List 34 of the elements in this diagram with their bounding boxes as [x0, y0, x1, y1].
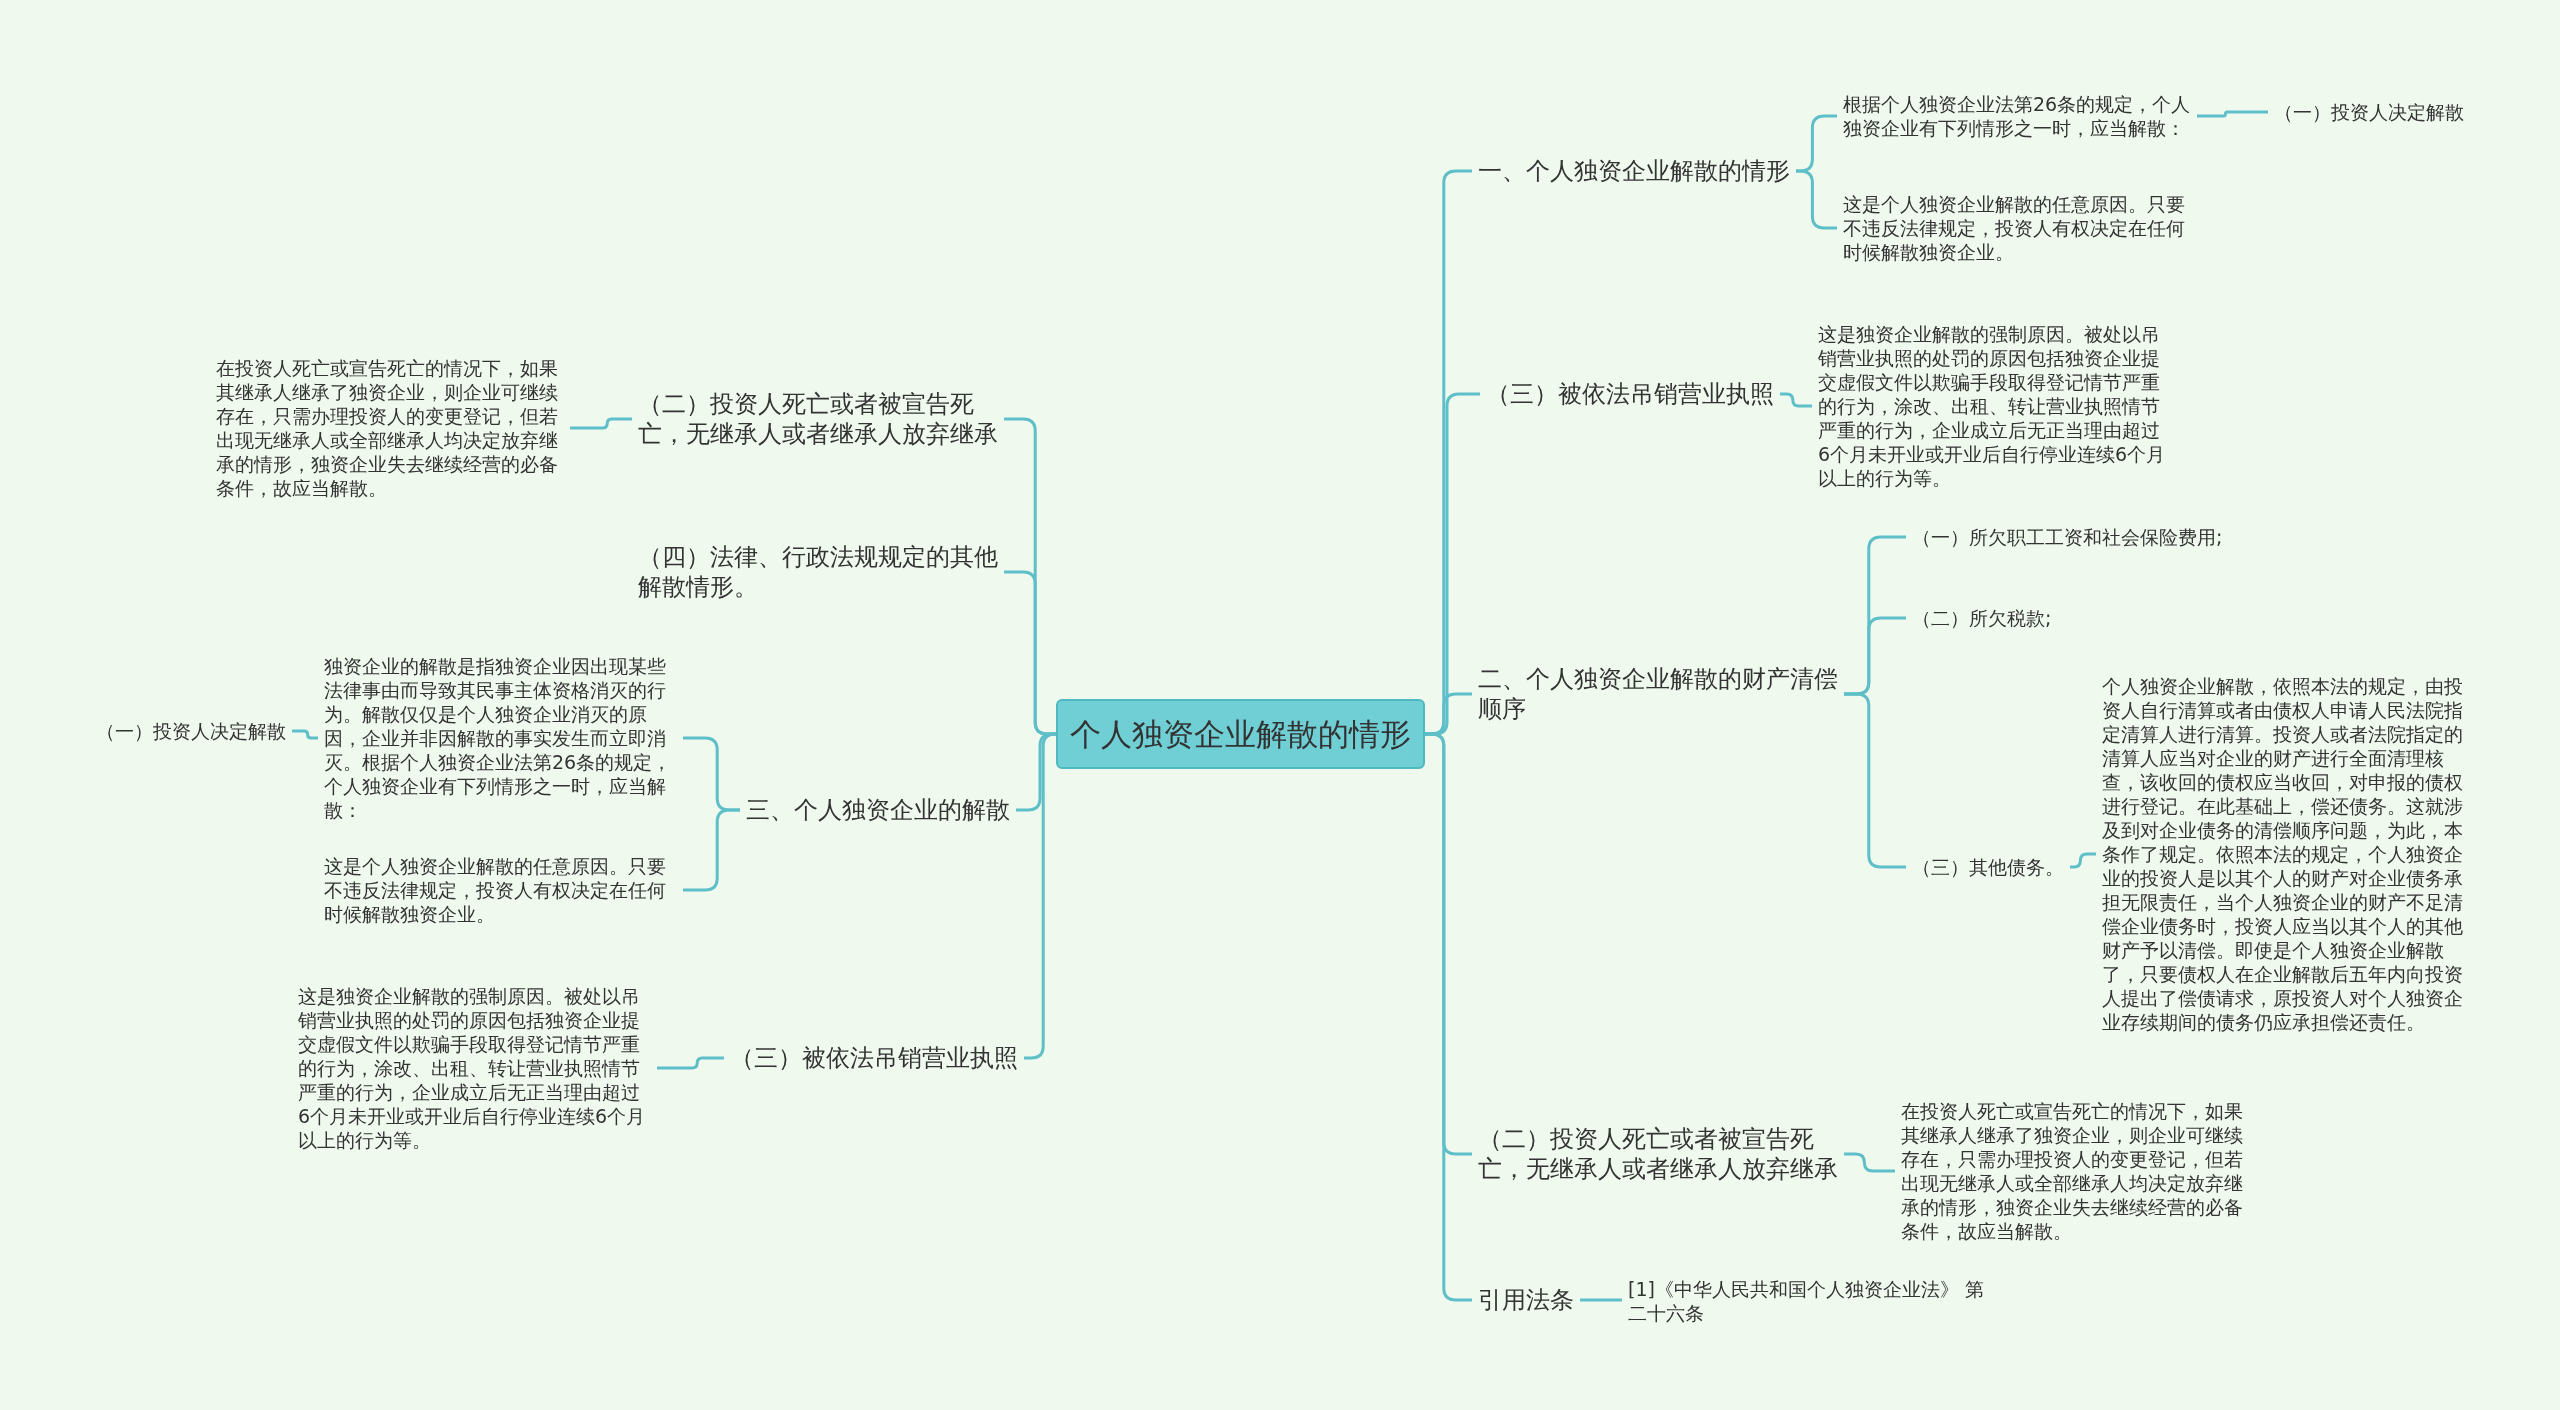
- subtopic-text: 这是独资企业解散的强制原因。被处以吊销营业执照的处罚的原因包括独资企业提交虚假文件以欺骗手段取得登记情节严重的行为，涂改、出租、转让营业执照情节严重的行为，企业成立后无正当理由超过6个月未开业或开业后自行停业连续6个月以上的行为等。: [1812, 318, 2172, 494]
- connector-line: [1780, 392, 1812, 408]
- subtopic-text: （一）所欠职工工资和社会保险费用;: [1906, 521, 2229, 553]
- branch-topic: （四）法律、行政法规规定的其他解散情形。: [632, 538, 1004, 606]
- connector-line: [1580, 1298, 1622, 1302]
- subtopic-text: 在投资人死亡或宣告死亡的情况下，如果其继承人继承了独资企业，则企业可继续存在，只需办理投资人的变更登记，但若出现无继承人或全部继承人均决定放弃继承的情形，独资企业失去继续经营的必备条件，故应当解散。: [210, 352, 570, 504]
- branch-topic: （三）被依法吊销营业执照: [724, 1039, 1024, 1077]
- connector-line: [2197, 110, 2268, 118]
- branch-topic: 二、个人独资企业解散的财产清偿顺序: [1472, 660, 1844, 728]
- branch-topic: （二）投资人死亡或者被宣告死亡，无继承人或者继承人放弃继承: [1472, 1120, 1844, 1188]
- connector-line: [292, 729, 318, 740]
- connector-line: [1844, 692, 1906, 869]
- subtopic-text: 根据个人独资企业法第26条的规定，个人独资企业有下列情形之一时，应当解散：: [1837, 88, 2197, 144]
- subtopic-text: （二）所欠税款;: [1906, 602, 2058, 634]
- central-topic-box: 个人独资企业解散的情形: [1056, 699, 1425, 769]
- connector-line: [2070, 852, 2096, 869]
- subtopic-text: 个人独资企业解散，依照本法的规定，由投资人自行清算或者由债权人申请人民法院指定清算人进行清算。投资人或者法院指定的清算人应当对企业的财产进行全面清理核查，该收回的债权应当收回，对申报的债权进行登记。在此基础上，偿还债务。这就涉及到对企业债务的清偿顺序问题，为此，本条作了规定。依照本法的规定，个人独资企业的投资人是以其个人的财产对企业债务承担无限责任，当个人独资企业的财产不足清偿企业债务时，投资人应当以其个人的其他财产予以清偿。即使是个人独资企业解散了，只要债权人在企业解散后五年内向投资人提出了偿债请求，原投资人对个人独资企业存续期间的债务仍应承担偿还责任。: [2096, 670, 2476, 1038]
- connector-line: [1844, 1152, 1895, 1173]
- subtopic-text: 在投资人死亡或宣告死亡的情况下，如果其继承人继承了独资企业，则企业可继续存在，只需办理投资人的变更登记，但若出现无继承人或全部继承人均决定放弃继承的情形，独资企业失去继续经营的必备条件，故应当解散。: [1895, 1095, 2255, 1247]
- branch-topic: 引用法条: [1472, 1281, 1580, 1319]
- connector-line: [570, 417, 632, 430]
- subtopic-text: （一）投资人决定解散: [2268, 96, 2470, 128]
- subtopic-text: [1]《中华人民共和国个人独资企业法》 第二十六条: [1622, 1273, 1992, 1329]
- subtopic-text: 这是独资企业解散的强制原因。被处以吊销营业执照的处罚的原因包括独资企业提交虚假文件以欺骗手段取得登记情节严重的行为，涂改、出租、转让营业执照情节严重的行为，企业成立后无正当理由超过6个月未开业或开业后自行停业连续6个月以上的行为等。: [292, 980, 657, 1156]
- branch-topic: （三）被依法吊销营业执照: [1480, 375, 1780, 413]
- subtopic-text: （一）投资人决定解散: [90, 715, 292, 747]
- branch-topic: 一、个人独资企业解散的情形: [1472, 152, 1796, 190]
- branch-topic: （二）投资人死亡或者被宣告死亡，无继承人或者继承人放弃继承: [632, 385, 1004, 453]
- connector-line: [657, 1056, 724, 1070]
- subtopic-text: （三）其他债务。: [1906, 851, 2070, 883]
- subtopic-text: 这是个人独资企业解散的任意原因。只要不违反法律规定，投资人有权决定在任何时候解散独资企业。: [1837, 188, 2197, 268]
- subtopic-text: 这是个人独资企业解散的任意原因。只要不违反法律规定，投资人有权决定在任何时候解散独资企业。: [318, 850, 683, 930]
- subtopic-text: 独资企业的解散是指独资企业因出现某些法律事由而导致其民事主体资格消灭的行为。解散仅仅是个人独资企业消灭的原因，企业并非因解散的事实发生而立即消灭。根据个人独资企业法第26条的规定，个人独资企业有下列情形之一时，应当解散：: [318, 650, 683, 826]
- branch-topic: 三、个人独资企业的解散: [740, 791, 1016, 829]
